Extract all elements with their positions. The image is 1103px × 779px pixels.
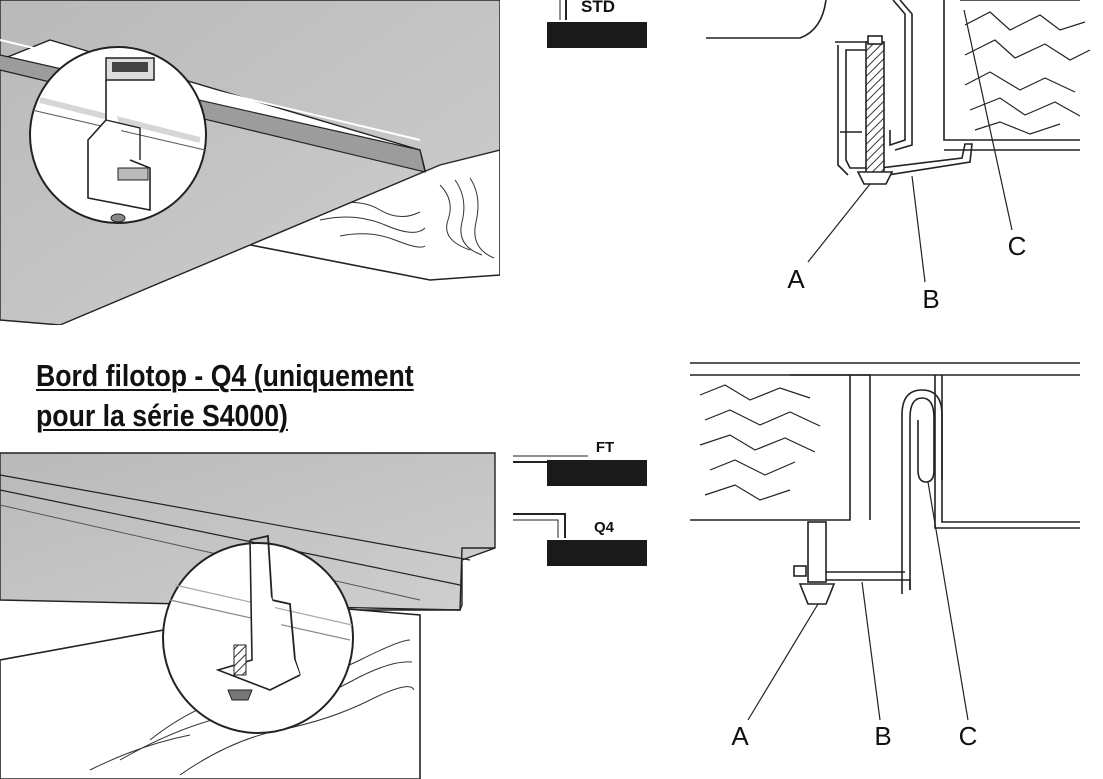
- callout-c-bottom: C: [959, 721, 978, 751]
- wood-grain-top-right: [964, 11, 1091, 135]
- section-heading: Bord filotop - Q4 (uniquement pour la sé…: [36, 356, 414, 436]
- callout-b-bottom: B: [874, 721, 891, 751]
- ft-profile-block: [547, 460, 647, 486]
- std-edge-cross-section: [706, 0, 1091, 283]
- callout-b-top: B: [922, 284, 939, 314]
- callouts-top: A B C: [787, 231, 1026, 314]
- std-profile-block: [547, 22, 647, 48]
- filotop-edge-illustration: [0, 452, 496, 779]
- legend-std: STD: [547, 0, 647, 48]
- q4-label: Q4: [594, 519, 615, 536]
- wood-grain-bottom-right: [699, 384, 821, 501]
- callout-a-top: A: [787, 264, 805, 294]
- callout-a-bottom: A: [731, 721, 749, 751]
- detail-magnifier-top: [29, 46, 207, 224]
- cooktop-plate: [0, 0, 500, 325]
- std-edge-illustration: [0, 0, 500, 325]
- ft-label: FT: [596, 439, 614, 456]
- q4-profile-line: [513, 513, 566, 538]
- cooktop-plate-bottom: [0, 452, 496, 611]
- callouts-bottom: A B C: [731, 721, 977, 751]
- std-label: STD: [581, 0, 615, 16]
- screw-foot-bottom: [798, 583, 836, 605]
- detail-magnifier-bottom: [162, 534, 354, 734]
- callout-c-top: C: [1008, 231, 1027, 261]
- screw-bottom-illus: [233, 644, 247, 676]
- screw-top: [865, 41, 885, 175]
- q4-profile-block: [547, 540, 647, 566]
- screw-foot-top: [856, 171, 894, 185]
- filotop-cross-section: [690, 362, 1080, 721]
- section-heading-line2: pour la série S4000): [36, 398, 288, 433]
- legend-filotop: FT Q4: [513, 439, 647, 566]
- section-heading-line1: Bord filotop - Q4 (uniquement: [36, 358, 414, 393]
- screw-bottom: [807, 521, 827, 583]
